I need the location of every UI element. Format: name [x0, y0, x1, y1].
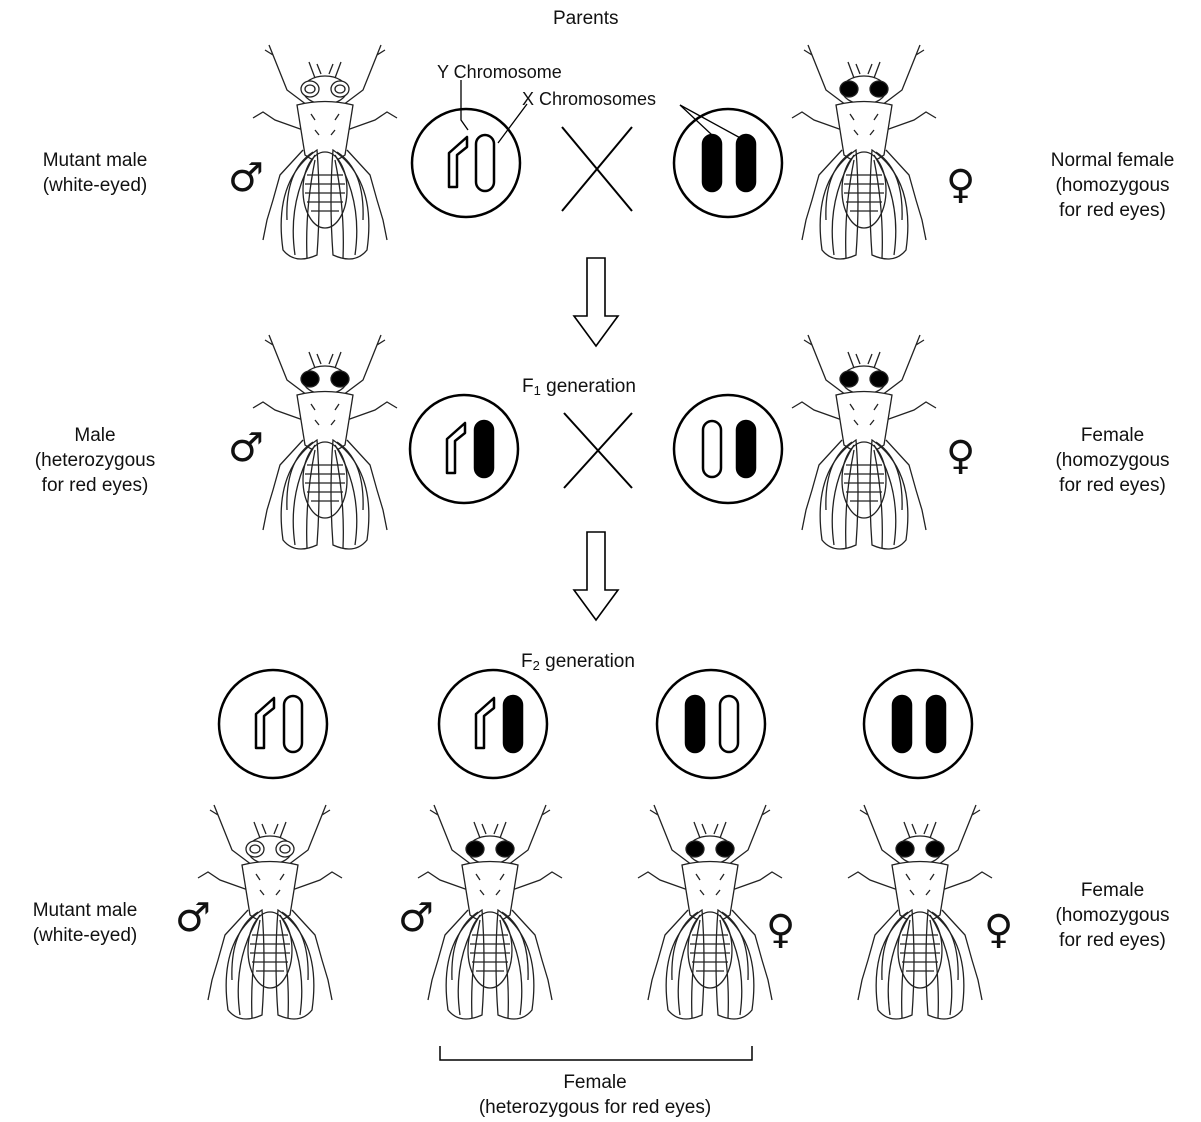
f1-female-chromosome-circle [674, 395, 782, 503]
f2-mutant-male-fly [198, 805, 342, 1019]
bracket [440, 1046, 752, 1060]
f1-female-fly [792, 335, 936, 549]
parent-female-chromosome-circle [674, 109, 782, 217]
f2-chromosome-circle-xy-white [219, 670, 327, 778]
f2-homo-female-fly [848, 805, 992, 1019]
f2-chromosome-circle-xy-red [439, 670, 547, 778]
cross-symbol [562, 127, 632, 211]
f2-chromosome-circle-xx-hetero [657, 670, 765, 778]
parent-female-fly [792, 45, 936, 259]
f2-hetero-female-fly [638, 805, 782, 1019]
f1-male-chromosome-circle [410, 395, 518, 503]
cross-symbol [564, 413, 632, 488]
parent-male-chromosome-circle [412, 109, 520, 217]
parent-male-fly [253, 45, 397, 259]
down-arrow-icon [574, 258, 618, 346]
f2-male-fly [418, 805, 562, 1019]
f2-chromosome-circle-xx-red [864, 670, 972, 778]
f1-male-fly [253, 335, 397, 549]
down-arrow-icon [574, 532, 618, 620]
